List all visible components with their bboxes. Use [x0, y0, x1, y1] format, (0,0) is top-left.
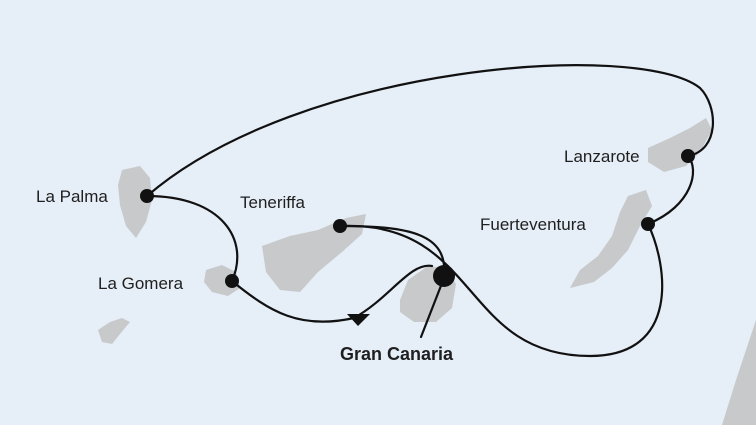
route-teneriffa-to-fuerteventura	[338, 222, 664, 358]
port-label-lanzarote: Lanzarote	[564, 147, 640, 166]
port-marker-la-gomera	[225, 274, 239, 288]
port-markers	[140, 149, 695, 288]
islands	[98, 118, 756, 425]
island-lanzarote	[648, 118, 712, 172]
island-la-gomera	[204, 265, 240, 296]
port-label-fuerteventura: Fuerteventura	[480, 215, 586, 234]
island-fuerteventura	[570, 190, 652, 288]
port-label-la-gomera: La Gomera	[98, 274, 184, 293]
port-label-la-palma: La Palma	[36, 187, 108, 206]
route-lanzarote-to-la-palma	[145, 64, 715, 198]
port-label-teneriffa: Teneriffa	[240, 193, 305, 212]
port-marker-la-palma	[140, 189, 154, 203]
port-marker-teneriffa	[333, 219, 347, 233]
port-marker-lanzarote	[681, 149, 695, 163]
port-marker-gran-canaria	[433, 265, 455, 287]
route-arrowhead	[347, 314, 370, 326]
island-el-hierro	[98, 318, 130, 344]
port-labels: La Palma La Gomera Teneriffa Gran Canari…	[36, 147, 640, 364]
port-marker-fuerteventura	[641, 217, 655, 231]
island-tenerife	[262, 214, 366, 292]
cruise-route	[145, 64, 715, 358]
route-la-palma-to-la-gomera	[145, 194, 239, 283]
gran-canaria-label-pointer	[419, 276, 446, 339]
island-african-coast	[722, 320, 756, 425]
port-label-gran-canaria: Gran Canaria	[340, 344, 454, 364]
island-la-palma	[118, 166, 152, 238]
